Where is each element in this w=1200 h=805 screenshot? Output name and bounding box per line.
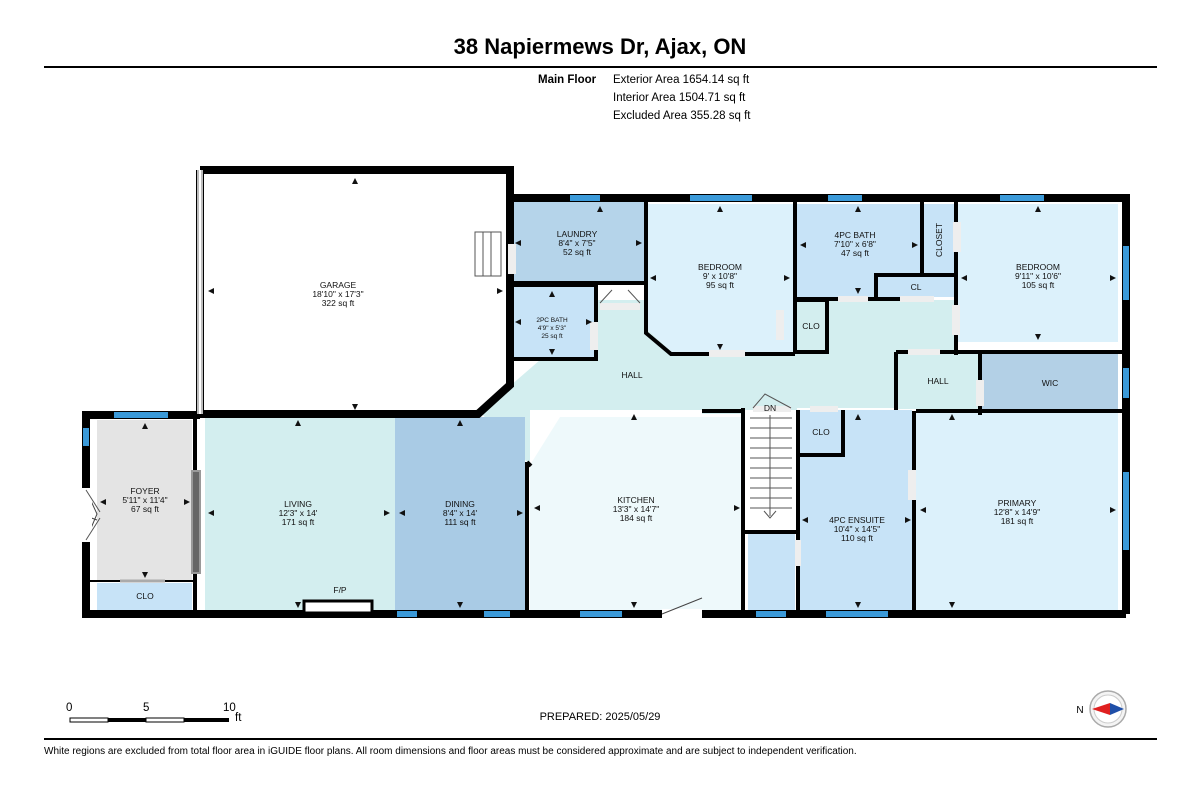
bedroom-2-dims: 9'11" x 10'6": [1015, 271, 1061, 281]
room-labels: GARAGE 18'10" x 17'3" 322 sq ft LAUNDRY …: [122, 223, 1061, 601]
primary-name: PRIMARY: [998, 498, 1037, 508]
dining-area: 111 sq ft: [444, 517, 476, 527]
scale-tick-0: 0: [66, 702, 73, 714]
kitchen-floor: [530, 417, 742, 610]
floor-name: Main Floor: [538, 74, 597, 86]
windows: [83, 195, 1129, 617]
clo-foyer-label: CLO: [136, 591, 154, 601]
hall-floor: [480, 300, 958, 465]
stairs-dn-label: DN: [764, 403, 776, 413]
primary-dims: 12'8" x 14'9": [994, 507, 1041, 517]
ensuite-area: 110 sq ft: [841, 533, 874, 543]
prepared-date: PREPARED: 2025/05/29: [539, 711, 661, 723]
fireplace-label: F/P: [333, 585, 347, 595]
doors: [80, 222, 984, 619]
staircase: [750, 415, 792, 519]
room-fills: [97, 172, 1118, 610]
living-dims: 12'3" x 14': [279, 508, 318, 518]
laundry-floor: [512, 200, 645, 283]
fireplace: [302, 599, 374, 615]
wic-floor: [982, 353, 1118, 413]
hall-small-floor: [898, 353, 978, 409]
hall-kitchen-edge: [525, 460, 533, 468]
bedroom-1-name: BEDROOM: [698, 262, 742, 272]
kitchen-dims: 13'3" x 14'7": [613, 504, 660, 514]
bedroom-2-name: BEDROOM: [1016, 262, 1060, 272]
excluded-area: Excluded Area 355.28 sq ft: [613, 110, 751, 122]
bedroom-1-dims: 9' x 10'8": [703, 271, 737, 281]
hall-main-label: HALL: [621, 370, 643, 380]
garage-dims: 18'10" x 17'3": [312, 289, 363, 299]
stair-closet-floor: [748, 533, 795, 610]
foyer-dims: 5'11" x 11'4": [122, 495, 167, 505]
bath-4pc-name: 4PC BATH: [835, 230, 876, 240]
foyer-name: FOYER: [130, 486, 159, 496]
bath-2pc-floor: [512, 287, 594, 357]
clo-bedroom-label: CLO: [802, 321, 820, 331]
foyer-area: 67 sq ft: [131, 504, 160, 514]
dining-name: DINING: [445, 499, 475, 509]
compass-north-label: N: [1076, 705, 1083, 716]
bedroom-1-floor: [648, 204, 793, 352]
dining-dims: 8'4" x 14': [443, 508, 478, 518]
closet-floor: [924, 204, 954, 273]
garage-front-wall: [200, 198, 514, 418]
bath-4pc-area: 47 sq ft: [841, 248, 870, 258]
garage-floor: [205, 172, 512, 412]
closet-label: CLOSET: [934, 223, 944, 257]
laundry-name: LAUNDRY: [557, 229, 598, 239]
living-name: LIVING: [284, 499, 312, 509]
scale-tick-10: 10: [223, 702, 236, 714]
footer-disclaimer: White regions are excluded from total fl…: [44, 746, 857, 757]
primary-floor: [916, 413, 1118, 610]
hall-small-label: HALL: [927, 376, 949, 386]
cl-floor: [878, 277, 954, 297]
dimension-arrows: [100, 178, 1116, 608]
garage-wall: [200, 166, 514, 198]
living-floor: [205, 417, 395, 610]
scale-unit: ft: [235, 712, 242, 724]
primary-area: 181 sq ft: [1001, 516, 1034, 526]
laundry-dims: 8'4" x 7'5": [558, 238, 595, 248]
scale-bar: [69, 717, 229, 723]
clo-stairs-label: CLO: [812, 427, 830, 437]
bedroom-2-area: 105 sq ft: [1022, 280, 1055, 290]
exterior-area: Exterior Area 1654.14 sq ft: [613, 74, 750, 86]
bath-2pc-dims: 4'9" x 5'3": [538, 325, 567, 332]
interior-area: Interior Area 1504.71 sq ft: [613, 92, 746, 104]
footer-divider: [44, 738, 1157, 740]
laundry-area: 52 sq ft: [563, 247, 592, 257]
bath-2pc-area: 25 sq ft: [541, 333, 563, 340]
ensuite-name: 4PC ENSUITE: [829, 515, 885, 525]
bedroom-1-area: 95 sq ft: [706, 280, 735, 290]
page-title: 38 Napiermews Dr, Ajax, ON: [453, 34, 747, 59]
garage-name: GARAGE: [320, 280, 357, 290]
clo-foyer-floor: [97, 583, 192, 610]
cl-label: CL: [911, 282, 922, 292]
bath-4pc-dims: 7'10" x 6'8": [834, 239, 876, 249]
ensuite-dims: 10'4" x 14'5": [834, 524, 881, 534]
stairs-floor: [745, 410, 797, 530]
header-divider: [44, 66, 1157, 68]
kitchen-name: KITCHEN: [617, 495, 654, 505]
garage-area: 322 sq ft: [322, 298, 355, 308]
dining-floor: [395, 417, 525, 610]
scale-tick-5: 5: [143, 702, 150, 714]
kitchen-area: 184 sq ft: [620, 513, 653, 523]
living-area: 171 sq ft: [282, 517, 315, 527]
foyer-floor: [97, 420, 192, 580]
bath-2pc-name: 2PC BATH: [536, 317, 568, 324]
wic-label: WIC: [1042, 378, 1059, 388]
ensuite-floor: [800, 410, 912, 610]
compass-icon: N: [1076, 690, 1127, 728]
bedroom-2-floor: [958, 204, 1118, 342]
